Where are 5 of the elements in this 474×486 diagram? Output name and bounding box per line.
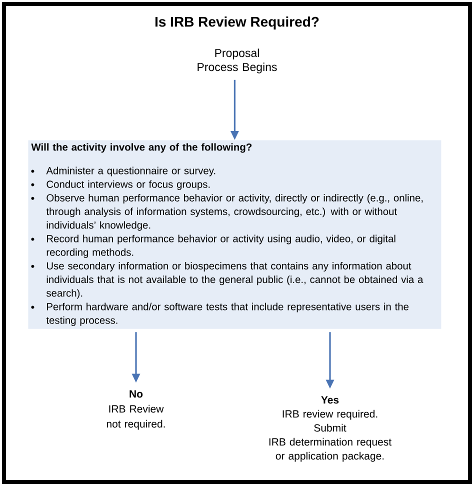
outcome-text: Yes IRB review required. Submit IRB determination request or application package. <box>269 396 392 462</box>
outcome-text: No IRB Review not required. <box>106 390 165 430</box>
question-box: Will the activity involve any of the following? Administer a questionnaire or survey. Conduct interviews or focus groups. Observe human performance behavior or activity, directly or indirectly (e.g., online, through analysis of information systems, crowdsourcing, etc.) with or without individuals’ knowledge. Record human performance behavior or activity using audio, video, or digital recording methods. Use secondary information or biospecimens that contains any information about individuals that is not available to the general public (i.e., cannot be obtained via a search). Perform hardware and/or software tests that include representative users in the testing process. <box>28 140 442 329</box>
title: Is IRB Review Required? <box>155 16 319 30</box>
start-text: Proposal Process Begins <box>198 48 277 74</box>
